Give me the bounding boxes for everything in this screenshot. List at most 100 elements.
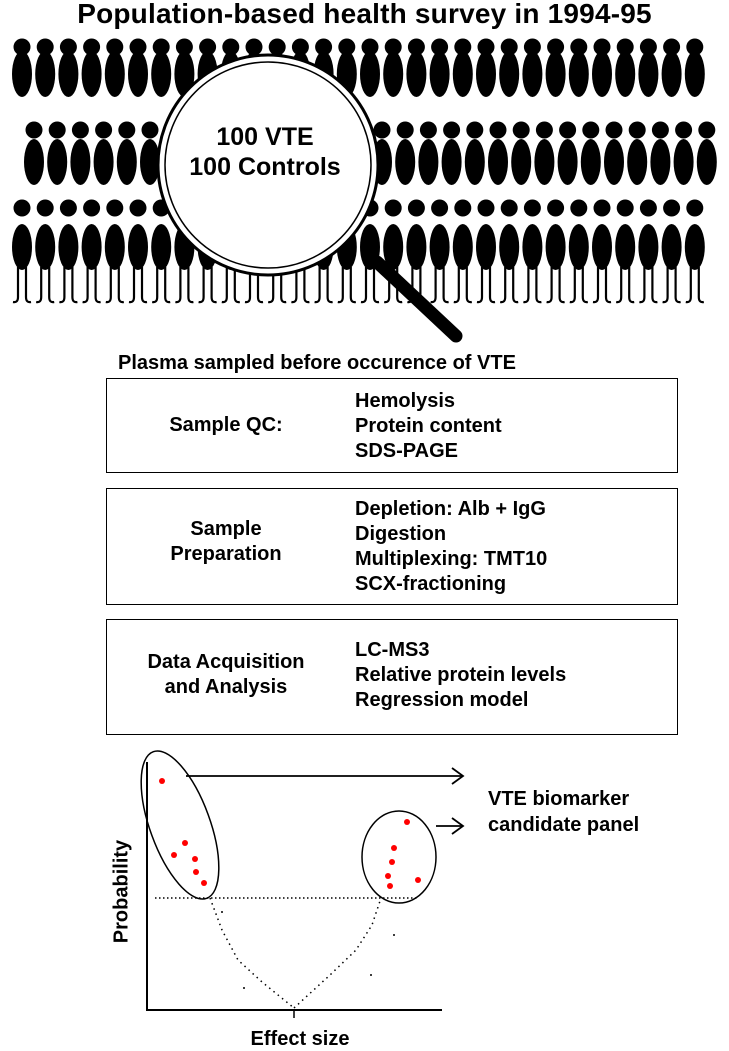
sample-preparation-box: Sample Preparation Depletion: Alb + IgG … [106, 488, 678, 605]
box-item: Protein content [355, 415, 502, 437]
box-item: LC-MS3 [355, 639, 430, 661]
candidate-point [415, 877, 421, 883]
arrow-to-panel-right [436, 817, 465, 835]
volcano-curve-left [209, 897, 295, 1009]
volcano-plot [140, 750, 465, 1018]
person-icon [452, 199, 473, 304]
box-heading-line: Sample [190, 518, 262, 540]
person-icon [684, 199, 705, 304]
box-item: Depletion: Alb + IgG [355, 498, 546, 520]
sample-qc-box: Sample QC: Hemolysis Protein content SDS… [106, 378, 678, 473]
box-item: Digestion [355, 523, 447, 545]
candidate-point [193, 869, 199, 875]
person-icon [638, 38, 659, 97]
box-item: Regression model [355, 689, 529, 711]
person-icon [604, 121, 624, 185]
person-icon [383, 38, 404, 97]
person-icon [568, 38, 589, 97]
population-illustration [12, 38, 717, 343]
person-icon [429, 199, 450, 304]
candidate-panel-label-line: candidate panel [488, 814, 640, 836]
data-point [243, 987, 245, 989]
person-icon [476, 199, 496, 304]
box-items: Depletion: Alb + IgG Digestion Multiplex… [355, 497, 547, 597]
person-icon [418, 121, 439, 185]
candidate-points [159, 778, 421, 889]
person-icon [81, 199, 102, 304]
person-icon [522, 199, 543, 304]
person-icon [93, 121, 114, 185]
candidate-point [389, 859, 395, 865]
person-icon [58, 199, 79, 304]
magnifier-text: 100 VTE 100 Controls [170, 122, 360, 182]
box-heading-line: and Analysis [164, 676, 288, 698]
person-icon [615, 199, 636, 304]
box-items: LC-MS3 Relative protein levels Regressio… [355, 638, 566, 713]
person-icon [534, 121, 555, 185]
left-candidate-ellipse [140, 750, 220, 900]
person-icon [638, 199, 659, 304]
data-point [393, 934, 395, 936]
box-item: Relative protein levels [355, 664, 567, 686]
right-candidate-ellipse [361, 810, 437, 904]
person-icon [395, 121, 416, 185]
candidate-point [182, 840, 188, 846]
candidate-point [387, 883, 393, 889]
vte-count: 100 VTE [216, 123, 314, 151]
person-icon [499, 38, 520, 97]
person-icon [441, 121, 462, 185]
person-icon [488, 121, 508, 185]
box-item: SDS-PAGE [355, 440, 458, 462]
person-icon [580, 121, 601, 185]
person-icon [360, 38, 380, 97]
person-icon [568, 199, 589, 304]
box-heading-line: Preparation [170, 543, 282, 565]
person-icon [140, 121, 160, 185]
box-heading: Sample Preparation [121, 517, 331, 567]
candidate-point [159, 778, 165, 784]
person-icon [47, 121, 68, 185]
person-icon [661, 199, 682, 304]
candidate-point [404, 819, 410, 825]
volcano-curve-right [293, 897, 382, 1009]
person-icon [151, 199, 172, 304]
person-icon [557, 121, 578, 185]
person-icon [70, 121, 91, 185]
candidate-point [171, 852, 177, 858]
box-items: Hemolysis Protein content SDS-PAGE [355, 389, 502, 464]
data-point [370, 974, 372, 976]
person-icon [383, 199, 404, 304]
person-icon [476, 38, 496, 97]
person-icon [592, 38, 612, 97]
person-icon [545, 199, 566, 304]
person-icon [104, 199, 125, 304]
person-icon [429, 38, 450, 97]
box-heading: Data Acquisition and Analysis [111, 650, 341, 700]
candidate-panel-label-line: VTE biomarker [488, 788, 630, 810]
person-icon [545, 38, 566, 97]
person-icon [58, 38, 79, 97]
person-icon [499, 199, 520, 304]
person-icon [12, 38, 32, 97]
box-item: SCX-fractioning [355, 573, 507, 595]
candidate-point [201, 880, 207, 886]
person-icon [464, 121, 485, 185]
box-item: Multiplexing: TMT10 [355, 548, 548, 570]
plasma-label: Plasma sampled before occurence of VTE [118, 352, 516, 374]
candidate-point [192, 856, 198, 862]
person-icon [128, 199, 148, 304]
candidate-panel-label: VTE biomarker candidate panel [488, 786, 639, 838]
x-axis-label: Effect size [250, 1028, 350, 1050]
person-icon [116, 121, 137, 185]
person-icon [151, 38, 172, 97]
person-icon [452, 38, 473, 97]
magnifier-icon [156, 53, 463, 343]
person-icon [522, 38, 543, 97]
candidate-point [391, 845, 397, 851]
controls-count: 100 Controls [189, 153, 341, 181]
person-icon [592, 199, 612, 304]
person-icon [12, 199, 32, 304]
data-acquisition-box: Data Acquisition and Analysis LC-MS3 Rel… [106, 619, 678, 735]
person-icon [696, 121, 717, 185]
person-icon [35, 38, 56, 97]
